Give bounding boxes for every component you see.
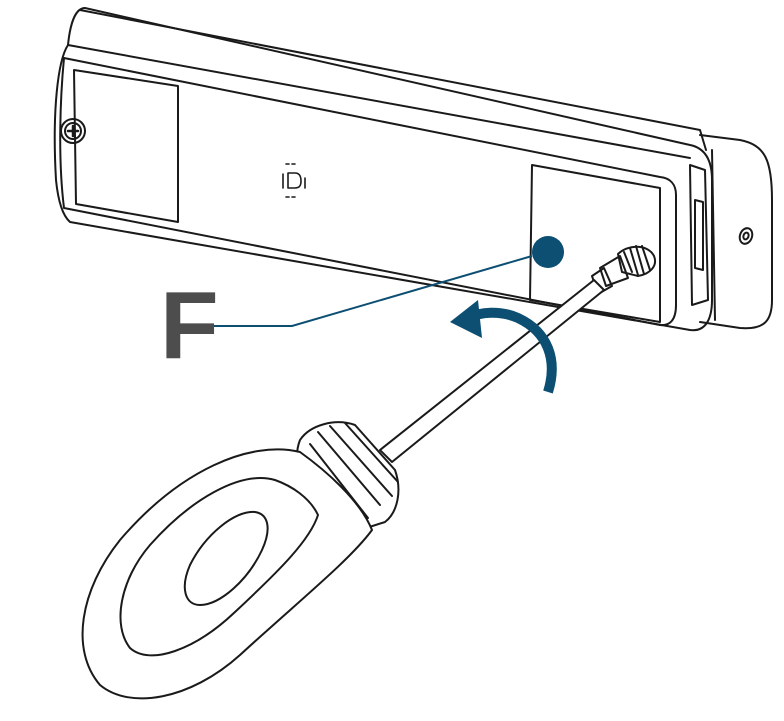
printed-symbol-icon xyxy=(282,163,306,198)
housing-outer-shell xyxy=(53,7,713,332)
housing-top-lip xyxy=(79,9,707,151)
housing-top-lip-inner xyxy=(67,44,691,159)
callout-f xyxy=(212,236,564,327)
side-clip-slot xyxy=(694,199,704,271)
side-clip xyxy=(689,164,709,306)
right-recess-panel xyxy=(529,164,661,323)
handle-grip-highlight xyxy=(183,510,269,606)
phillips-screw-icon xyxy=(60,118,86,144)
callout-label: F xyxy=(160,272,219,379)
left-recess-panel xyxy=(73,69,179,223)
screwdriver-shaft xyxy=(379,279,605,463)
callout-marker xyxy=(532,236,564,268)
callout-leader-line xyxy=(212,255,533,327)
mounting-hole xyxy=(738,227,754,245)
screwdriver-handle xyxy=(81,421,400,700)
housing-end-cap xyxy=(699,134,773,330)
device-housing xyxy=(53,7,773,332)
rotation-arrow xyxy=(450,300,557,394)
end-cap-inner-edge xyxy=(711,149,716,321)
housing-front-face xyxy=(59,57,677,327)
